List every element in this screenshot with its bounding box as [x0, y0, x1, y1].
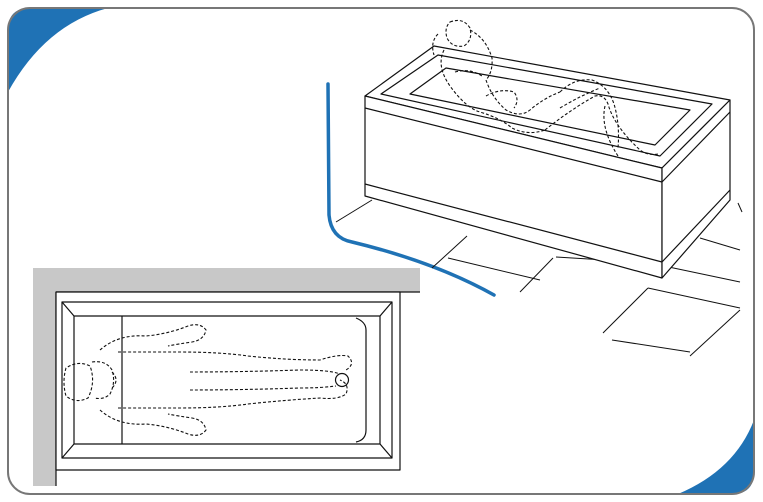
perspective-view — [335, 19, 743, 357]
drain-icon — [334, 372, 350, 388]
wall-gray — [33, 268, 420, 486]
corner-accent-bottom-right — [678, 420, 754, 494]
person-lying — [63, 324, 353, 436]
separator-curve — [326, 82, 496, 297]
bathtub-perspective — [364, 45, 731, 279]
person-reclining — [432, 19, 659, 157]
frame-border — [7, 7, 755, 495]
corner-accent-top-left — [8, 8, 108, 92]
floor-tiles — [335, 199, 743, 357]
bathtub-plan — [55, 291, 401, 471]
plan-view — [33, 268, 420, 486]
